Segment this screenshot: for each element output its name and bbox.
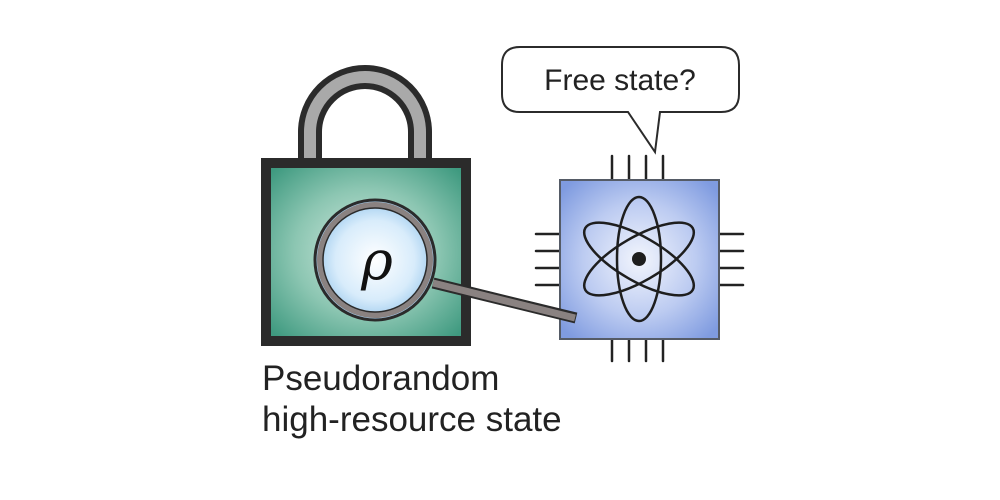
rho-symbol: ρ xyxy=(360,229,393,292)
magnifying-glass-icon: ρ xyxy=(313,198,578,324)
padlock-shackle xyxy=(298,65,432,160)
chip-pins xyxy=(534,154,745,363)
magnifier-lens xyxy=(313,198,437,322)
caption-line-1: Pseudorandom xyxy=(262,359,500,398)
atom-icon xyxy=(582,195,696,323)
caption: Pseudorandom high-resource state xyxy=(262,358,562,440)
magnifier-handle xyxy=(431,277,578,324)
caption-line-2: high-resource state xyxy=(262,400,562,439)
speech-bubble: Free state? xyxy=(501,46,740,155)
speech-bubble-text: Free state? xyxy=(544,64,696,97)
quantum-chip xyxy=(534,154,745,363)
